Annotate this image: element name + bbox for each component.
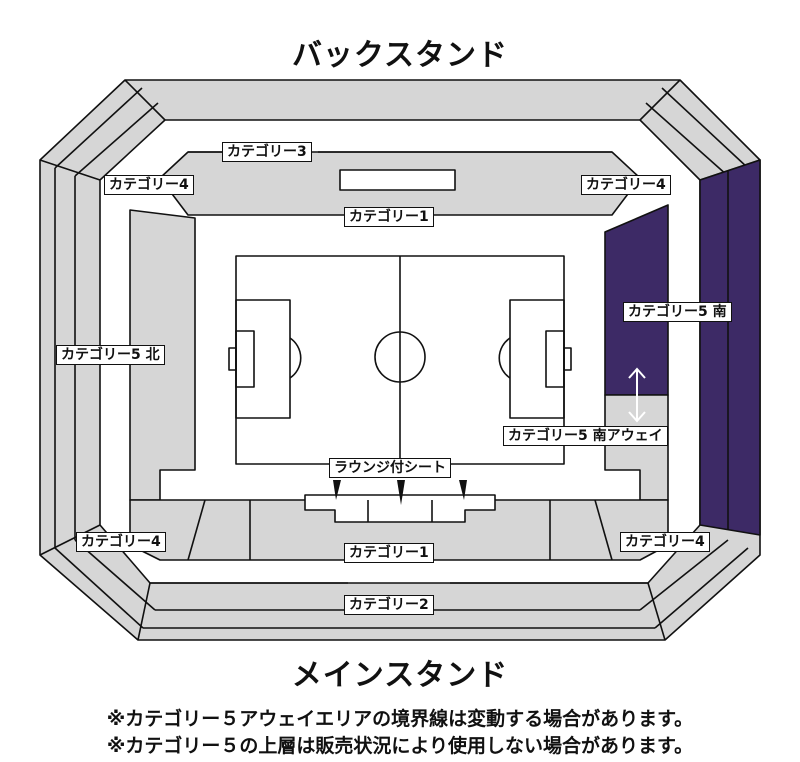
label-category3: カテゴリー3 xyxy=(222,142,312,162)
back-stand-title: バックスタンド xyxy=(291,38,509,73)
lounge-boxes xyxy=(304,494,496,523)
label-category4-top-left: カテゴリー4 xyxy=(104,175,194,195)
label-category5-north: カテゴリー5 北 xyxy=(56,345,165,365)
label-category1-top: カテゴリー1 xyxy=(344,207,434,227)
label-category5-south: カテゴリー5 南 xyxy=(623,302,732,322)
label-category4-bottom-right: カテゴリー4 xyxy=(620,532,710,552)
label-category4-bottom-left: カテゴリー4 xyxy=(76,532,166,552)
south-upper-section xyxy=(699,159,761,536)
main-inner-stand xyxy=(129,499,669,561)
note-away-boundary: ※カテゴリー５アウェイエリアの境界線は変動する場合があります。 xyxy=(106,708,694,730)
note-upper-tier: ※カテゴリー５の上層は販売状況により使用しない場合があります。 xyxy=(106,735,694,757)
label-category2: カテゴリー2 xyxy=(344,595,434,615)
triangle-pointer-icon xyxy=(333,480,467,505)
label-category1-bottom: カテゴリー1 xyxy=(344,543,434,563)
main-stand-title: メインスタンド xyxy=(291,658,509,693)
category1-top-box xyxy=(339,169,456,191)
double-vertical-arrow-icon xyxy=(628,367,646,423)
label-lounge-seat: ラウンジ付シート xyxy=(329,458,451,478)
label-category4-top-right: カテゴリー4 xyxy=(581,175,671,195)
label-category5-south-away: カテゴリー5 南アウェイ xyxy=(503,426,668,446)
